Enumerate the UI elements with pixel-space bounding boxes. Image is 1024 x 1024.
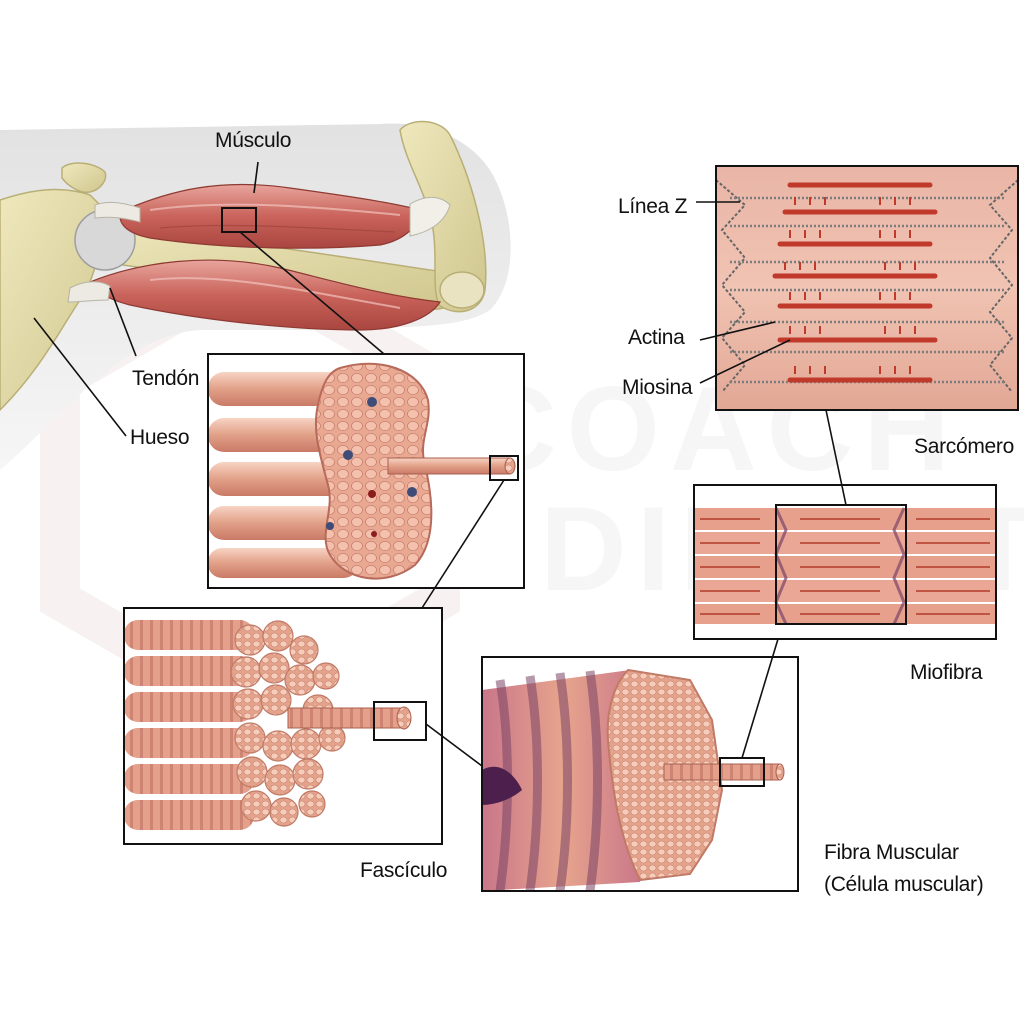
myofibril-strands	[694, 508, 996, 624]
connector-lines	[33, 161, 847, 767]
leader-actina	[699, 321, 776, 341]
myofibril-rod	[663, 763, 781, 781]
label-miofibra: Miofibra	[910, 661, 983, 684]
label-linea-z: Línea Z	[618, 195, 688, 218]
sarcomere-zoom-marker	[775, 504, 907, 625]
label-sarcomero: Sarcómero	[914, 435, 1015, 458]
leader-hueso	[33, 317, 127, 437]
connector-fiber-to-myofibril	[741, 638, 779, 759]
label-fasciculo: Fascículo	[360, 859, 448, 882]
fascicle-fibers	[124, 620, 254, 830]
fascicle-panel	[123, 607, 443, 845]
muscle-zoom-marker	[221, 207, 257, 233]
z-line-left	[716, 179, 747, 393]
connector-section-to-fascicle	[421, 479, 505, 609]
leader-miosina	[699, 339, 791, 384]
fascicle-rod	[387, 457, 511, 475]
label-celula-muscular: (Célula muscular)	[824, 873, 984, 896]
fiber-rod	[287, 707, 405, 729]
fiber-nucleus	[482, 766, 522, 805]
myosin-filaments	[772, 182, 938, 383]
connector-myofibril-to-sarcomere	[825, 409, 847, 506]
label-musculo: Músculo	[215, 129, 292, 152]
elbow-joint	[439, 271, 485, 309]
leader-musculo	[253, 161, 259, 194]
arm-illustration	[0, 120, 511, 471]
tendon-lower	[67, 281, 111, 303]
label-miosina: Miosina	[622, 376, 693, 399]
connector-muscle-to-section	[239, 231, 385, 355]
label-tendon: Tendón	[132, 367, 200, 390]
tendon-distal	[409, 196, 451, 237]
muscle-cross-section	[314, 362, 433, 580]
leader-tendon	[109, 287, 137, 357]
label-fibra-muscular: Fibra Muscular	[824, 841, 959, 864]
tendon-upper	[94, 201, 141, 223]
bone-acromion	[61, 162, 107, 194]
label-hueso: Hueso	[130, 426, 190, 449]
z-line-right	[988, 179, 1018, 393]
sarcomere-panel	[715, 165, 1019, 411]
connector-fascicle-to-fiber	[425, 723, 483, 767]
muscle-section-panel	[207, 353, 525, 589]
myofibril-filaments	[700, 518, 990, 615]
myofibril-panel	[693, 484, 997, 640]
fascicle-ends	[230, 620, 346, 827]
muscle-fiber-panel	[481, 656, 799, 892]
label-actina: Actina	[628, 326, 685, 349]
myosin-heads	[784, 197, 916, 374]
fiber-zoom-marker	[373, 701, 427, 741]
